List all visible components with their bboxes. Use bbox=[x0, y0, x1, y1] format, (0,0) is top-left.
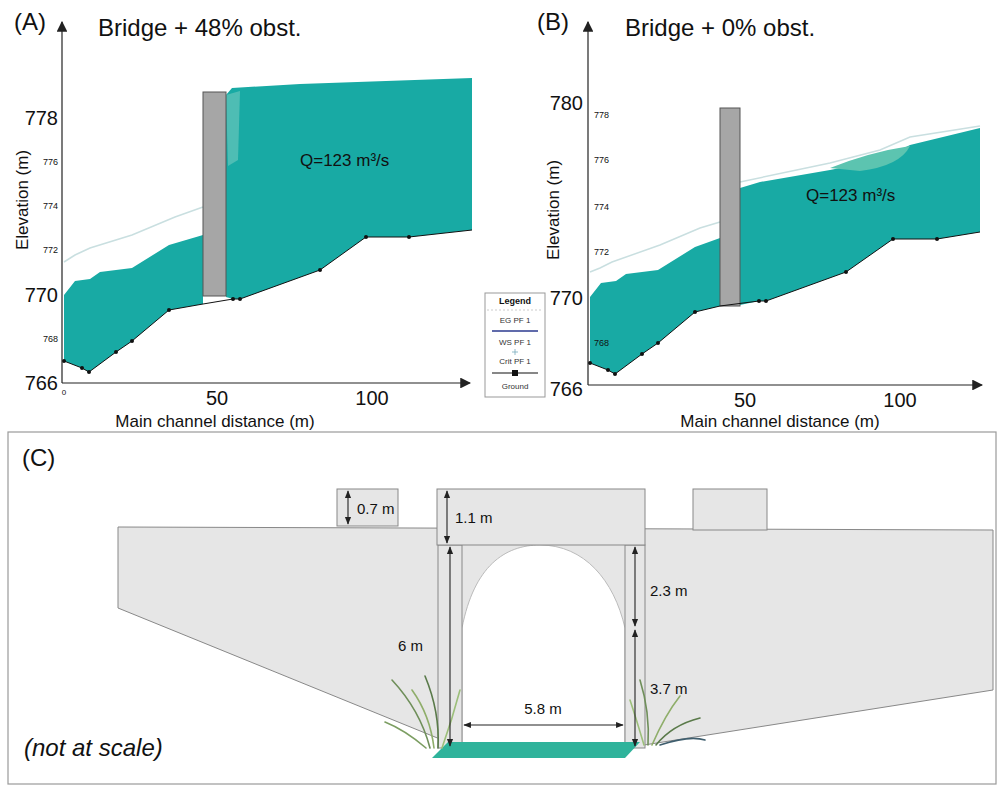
parapet bbox=[693, 489, 767, 530]
text-label: Bridge + 0% obst. bbox=[625, 16, 815, 40]
legend-text: EG PF 1 bbox=[500, 317, 531, 325]
text-label: 772 bbox=[594, 248, 609, 257]
text-label: Elevation (m) bbox=[545, 160, 562, 260]
legend-divider bbox=[487, 310, 543, 311]
text-label: Main channel distance (m) bbox=[115, 413, 314, 430]
water-surface bbox=[740, 128, 980, 305]
y-axis bbox=[587, 22, 588, 385]
water-surface bbox=[64, 235, 203, 372]
water-surface bbox=[226, 78, 472, 299]
legend-sample-eg bbox=[492, 330, 538, 332]
text-label: 772 bbox=[43, 246, 58, 255]
text-label: 50 bbox=[206, 388, 228, 408]
x-axis bbox=[62, 382, 470, 383]
text-label: 778 bbox=[25, 108, 58, 128]
text-label: 774 bbox=[594, 203, 609, 212]
text-label: 3.7 m bbox=[650, 681, 688, 696]
legend-box bbox=[485, 293, 545, 397]
embankment bbox=[118, 527, 993, 748]
text-label: 776 bbox=[594, 156, 609, 165]
x-axis bbox=[588, 384, 982, 385]
dimension-lines bbox=[348, 491, 635, 746]
legend-text: Ground bbox=[502, 383, 529, 391]
parapet bbox=[337, 489, 398, 526]
text-label: 768 bbox=[43, 335, 58, 344]
arch-opening bbox=[462, 545, 625, 748]
bridge-section bbox=[203, 92, 226, 296]
profile-plot-a bbox=[62, 22, 472, 383]
text-label: 774 bbox=[43, 202, 58, 211]
text-label: (C) bbox=[22, 446, 55, 470]
ground-line bbox=[64, 230, 472, 372]
text-label: 100 bbox=[355, 388, 388, 408]
text-label: Q=123 m³/s bbox=[300, 152, 389, 169]
text-label: Legend bbox=[499, 297, 531, 306]
ground-line bbox=[590, 232, 980, 374]
text-label: Elevation (m) bbox=[14, 150, 31, 250]
text-label: 0.7 m bbox=[357, 501, 395, 516]
bridge-sketch bbox=[8, 432, 996, 784]
text-label: 770 bbox=[25, 285, 58, 305]
ground-points bbox=[588, 237, 939, 376]
legend-text: WS PF 1 bbox=[499, 339, 531, 347]
text-label: (A) bbox=[14, 10, 46, 34]
left-abutment bbox=[438, 545, 462, 748]
legend-frame bbox=[485, 293, 545, 397]
text-label: (B) bbox=[537, 10, 569, 34]
text-label: Main channel distance (m) bbox=[680, 413, 879, 430]
text-label: 6 m bbox=[398, 638, 423, 653]
profile-plot-b bbox=[588, 22, 982, 385]
text-label: 100 bbox=[883, 390, 916, 410]
water-highlight bbox=[830, 146, 910, 171]
text-label: 1.1 m bbox=[455, 510, 493, 525]
legend-text: Crit PF 1 bbox=[499, 358, 531, 366]
text-label: Q=123 m³/s bbox=[806, 187, 895, 204]
water-surface bbox=[590, 238, 720, 374]
legend-sample-ws bbox=[512, 349, 518, 355]
text-label: Bridge + 48% obst. bbox=[98, 16, 301, 40]
text-label: 0 bbox=[62, 389, 66, 397]
right-abutment bbox=[625, 545, 645, 748]
bridge-deck bbox=[437, 489, 645, 545]
text-label: 780 bbox=[550, 93, 583, 113]
text-label: 50 bbox=[734, 390, 756, 410]
water-surface bbox=[432, 742, 640, 758]
text-label: 770 bbox=[550, 288, 583, 308]
grass bbox=[385, 676, 705, 748]
text-label: 766 bbox=[25, 373, 58, 393]
ground-points bbox=[62, 235, 411, 374]
text-label: 2.3 m bbox=[650, 583, 688, 598]
text-label: 768 bbox=[594, 339, 609, 348]
text-label: 778 bbox=[594, 111, 609, 120]
bridge-section bbox=[720, 108, 740, 306]
text-label: (not at scale) bbox=[24, 736, 163, 760]
text-label: 5.8 m bbox=[524, 701, 562, 716]
legend-sample-ground-point bbox=[512, 370, 518, 376]
text-label: 766 bbox=[550, 379, 583, 399]
y-axis bbox=[61, 22, 62, 383]
text-label: 776 bbox=[43, 158, 58, 167]
panel-frame bbox=[8, 432, 996, 784]
water-highlight bbox=[226, 91, 240, 166]
